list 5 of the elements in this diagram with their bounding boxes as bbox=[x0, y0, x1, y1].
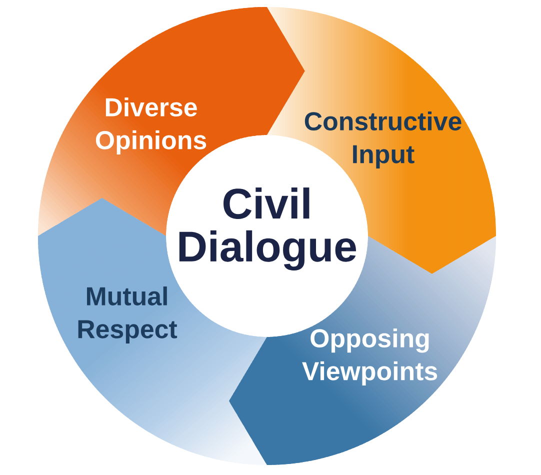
center-label: Civil Dialogue bbox=[179, 188, 356, 270]
segment-label: Opposing Viewpoints bbox=[302, 328, 438, 386]
segment-label: Diverse Opinions bbox=[96, 97, 206, 154]
segment-label: Mutual Respect bbox=[78, 286, 178, 344]
segment-label: Constructive Input bbox=[304, 111, 462, 168]
